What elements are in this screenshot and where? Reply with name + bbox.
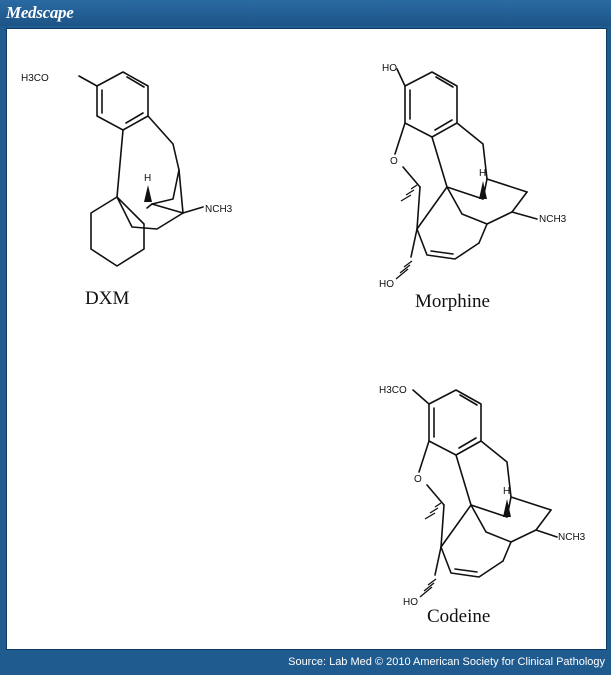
dxm-amine-label: NCH3 <box>205 204 233 215</box>
codeine-bottom-label: HO <box>403 597 418 608</box>
morphine-structure: O H NCH3 HO HO Morphine <box>379 63 567 312</box>
codeine-name: Codeine <box>427 606 490 627</box>
codeine-top-label: H3CO <box>379 385 407 396</box>
header-bar: Medscape <box>0 0 611 26</box>
morphine-h-label: H <box>479 168 486 179</box>
structures-diagram: H NCH3 H3CO DXM <box>21 63 586 627</box>
source-credit: Source: Lab Med © 2010 American Society … <box>288 656 605 668</box>
dxm-h-label: H <box>144 173 151 184</box>
morphine-amine-label: NCH3 <box>539 214 567 225</box>
footer-bar: Source: Lab Med © 2010 American Society … <box>0 650 611 675</box>
medscape-logo: Medscape <box>6 3 74 22</box>
dxm-name: DXM <box>85 288 129 309</box>
codeine-structure: O H NCH3 H3CO HO Codeine <box>379 385 586 627</box>
codeine-h-label: H <box>503 486 510 497</box>
figure-panel: H NCH3 H3CO DXM <box>6 28 607 650</box>
dxm-structure: H NCH3 H3CO DXM <box>21 71 233 309</box>
dxm-substituent-label: H3CO <box>21 73 49 84</box>
morphine-top-label: HO <box>382 63 397 74</box>
codeine-ring-o-label: O <box>414 474 422 485</box>
morphine-bottom-label: HO <box>379 279 394 290</box>
morphine-name: Morphine <box>415 291 490 312</box>
morphine-ring-o-label: O <box>390 156 398 167</box>
codeine-amine-label: NCH3 <box>558 532 586 543</box>
